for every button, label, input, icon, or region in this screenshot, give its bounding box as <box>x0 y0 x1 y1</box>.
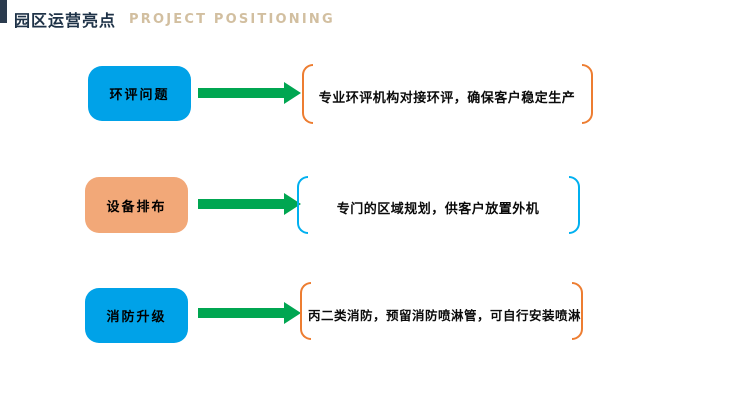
arrow-head-icon <box>284 82 301 104</box>
page-subtitle: PROJECT POSITIONING <box>129 11 335 27</box>
arrow-head-icon <box>284 302 301 324</box>
topic-box: 环评问题 <box>88 66 191 121</box>
arrow-head-icon <box>284 193 301 215</box>
header: 园区运营亮点 PROJECT POSITIONING <box>14 7 335 31</box>
arrow-right-icon <box>198 199 284 209</box>
detail-text: 专门的区域规划，供客户放置外机 <box>336 202 540 217</box>
topic-box-label: 消防升级 <box>106 310 167 325</box>
title-accent-bar <box>0 0 7 23</box>
topic-box: 设备排布 <box>85 177 188 233</box>
topic-box: 消防升级 <box>85 288 188 343</box>
left-bracket-icon <box>302 64 313 124</box>
topic-box-label: 设备排布 <box>106 199 167 215</box>
right-bracket-icon <box>569 176 580 234</box>
detail-text: 丙二类消防，预留消防喷淋管，可自行安装喷淋 <box>308 308 582 323</box>
arrow-right-icon <box>198 308 284 318</box>
topic-box-label: 环评问题 <box>109 88 170 103</box>
right-bracket-icon <box>572 282 583 340</box>
arrow-right-icon <box>198 88 284 98</box>
left-bracket-icon <box>297 176 308 234</box>
detail-text: 专业环评机构对接环评，确保客户稳定生产 <box>318 91 576 106</box>
left-bracket-icon <box>300 282 311 340</box>
right-bracket-icon <box>582 64 593 124</box>
page-title: 园区运营亮点 <box>14 11 117 30</box>
